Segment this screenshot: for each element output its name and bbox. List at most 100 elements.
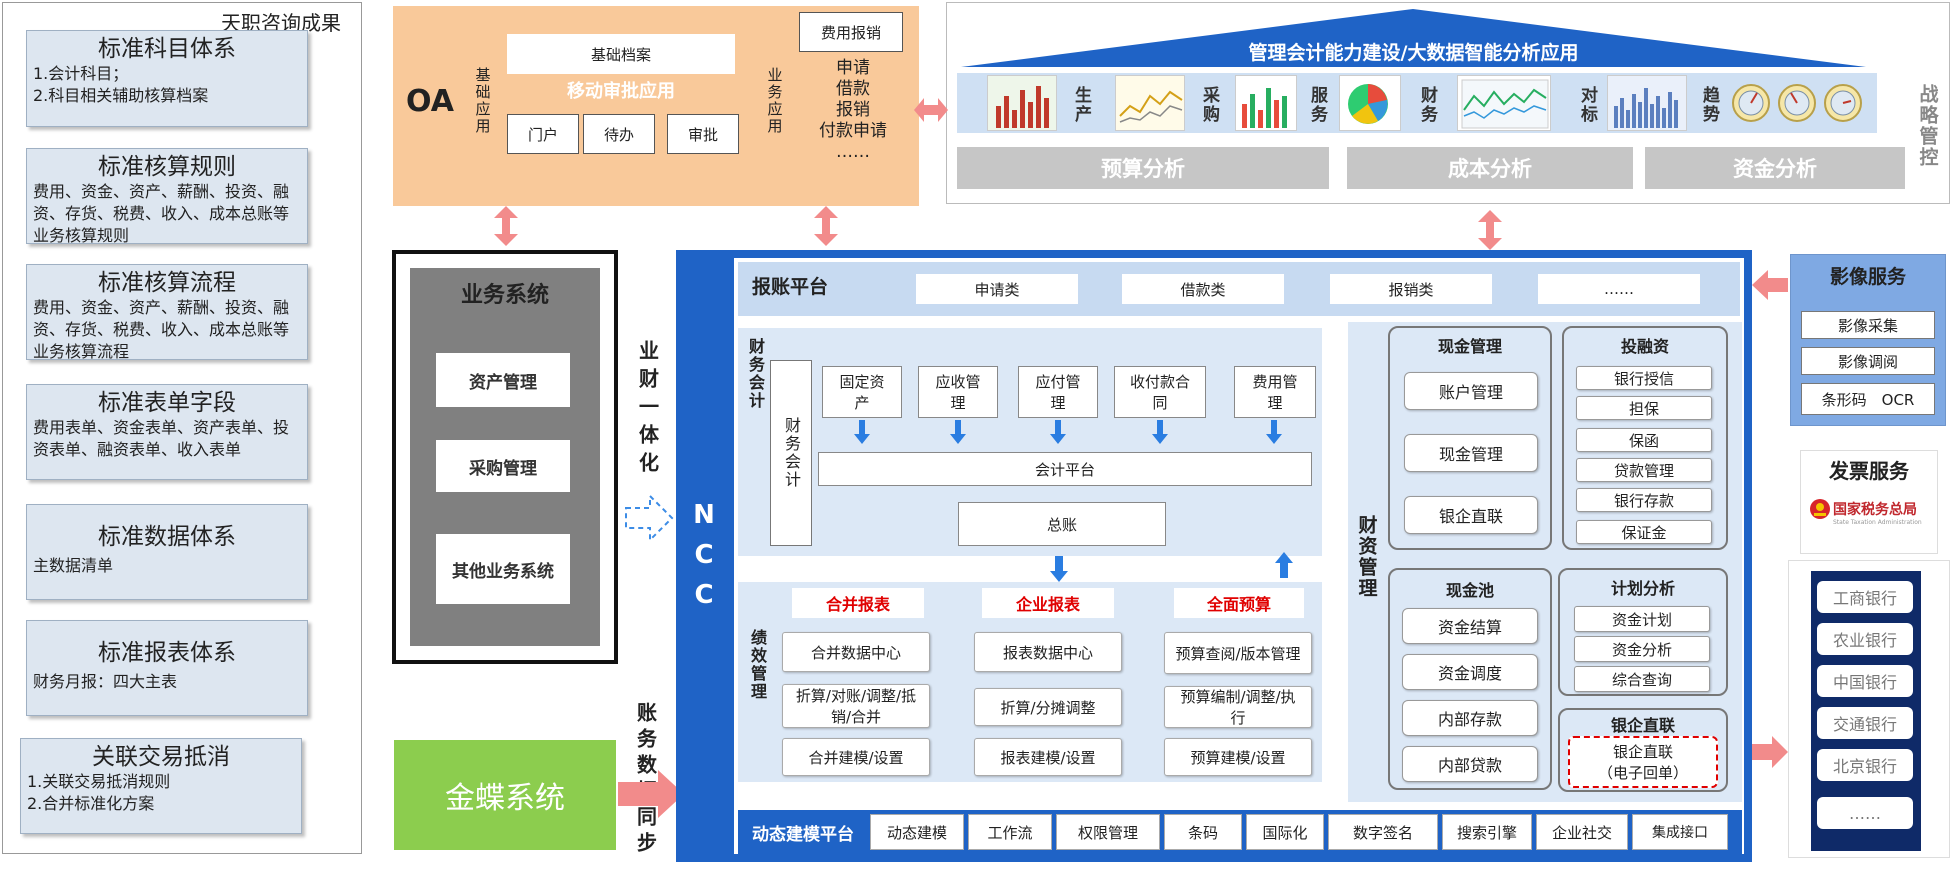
arrow-up-icon — [1275, 552, 1293, 578]
plan-analysis-group: 计划分析 资金计划 资金分析 综合查询 — [1558, 568, 1728, 696]
treasury-item[interactable]: 资金调度 — [1402, 654, 1538, 690]
ncc-label: NCC — [689, 500, 719, 620]
finance-accounting-area: 财务会计 财务会计 固定资产 应收管理 应付管理 收付款合同 费用管理 会计平台… — [738, 328, 1322, 556]
kingdee-system: 金蝶系统 — [394, 740, 616, 850]
dyn-item[interactable]: 企业社交 — [1536, 814, 1628, 850]
std-card-title: 标准科目体系 — [98, 36, 236, 62]
treasury-item[interactable]: 银企直联 — [1404, 496, 1538, 534]
oa-apps: 申请 借款 报销 付款申请 …… — [819, 58, 887, 162]
bank-item[interactable]: …… — [1817, 797, 1913, 829]
std-card-body: 费用表单、资金表单、资产表单、投资表单、融资表单、收入表单 — [33, 418, 290, 459]
dyn-item[interactable]: 国际化 — [1246, 814, 1324, 850]
std-card-4: 标准表单字段 费用表单、资金表单、资产表单、投资表单、融资表单、收入表单 — [26, 384, 308, 480]
biz-system-title: 业务系统 — [460, 283, 549, 308]
strip-label-trend: 趋势 — [1699, 86, 1719, 124]
oa-button-approve[interactable]: 审批 — [667, 114, 739, 154]
perf-item[interactable]: 报表数据中心 — [974, 632, 1122, 672]
perf-item[interactable]: 折算/分摊调整 — [974, 688, 1122, 726]
treasury-item[interactable]: 银行授信 — [1576, 366, 1712, 390]
module-payment-contract[interactable]: 收付款合同 — [1114, 366, 1206, 418]
expense-item-reimburse[interactable]: 报销类 — [1330, 274, 1492, 304]
treasury-item[interactable]: 资金结算 — [1402, 608, 1538, 644]
treasury-item[interactable]: 内部贷款 — [1402, 746, 1538, 782]
treasury-item[interactable]: 保函 — [1576, 428, 1712, 452]
oa-mobile-app: 移动审批应用 — [567, 81, 675, 102]
general-ledger[interactable]: 总账 — [958, 502, 1166, 546]
arrow-down-icon — [854, 420, 870, 444]
bank-item[interactable]: 北京银行 — [1817, 749, 1913, 781]
bank-item[interactable]: 农业银行 — [1817, 623, 1913, 655]
module-fixed-asset[interactable]: 固定资产 — [822, 366, 902, 418]
dyn-item[interactable]: 动态建模 — [870, 814, 964, 850]
bank-item[interactable]: 工商银行 — [1817, 581, 1913, 613]
double-arrow-vertical-icon — [494, 206, 518, 246]
perf-item[interactable]: 报表建模/设置 — [974, 738, 1122, 776]
treasury-item[interactable]: 保证金 — [1576, 520, 1712, 544]
dyn-item[interactable]: 搜索引擎 — [1442, 814, 1532, 850]
performance-side: 绩效管理 — [748, 629, 767, 701]
image-service-item[interactable]: 影像调阅 — [1801, 347, 1935, 375]
dyn-item[interactable]: 条码 — [1164, 814, 1242, 850]
perf-item[interactable]: 预算查阅/版本管理 — [1164, 632, 1312, 674]
bank-item[interactable]: 交通银行 — [1817, 707, 1913, 739]
expense-platform: 报账平台 申请类 借款类 报销类 …… — [738, 262, 1740, 316]
cash-mgmt-group: 现金管理 账户管理 现金管理 银企直联 — [1388, 326, 1552, 550]
treasury-item[interactable]: 综合查询 — [1574, 666, 1710, 692]
expense-platform-title: 报账平台 — [752, 276, 829, 298]
expense-item-apply[interactable]: 申请类 — [916, 274, 1078, 304]
treasury-item[interactable]: 资金计划 — [1574, 606, 1710, 632]
thumb-gauge-1 — [1731, 77, 1771, 129]
std-card-3: 标准核算流程 费用、资金、资产、薪酬、投资、融资、存货、税费、收入、成本总账等业… — [26, 264, 308, 361]
expense-item-loan[interactable]: 借款类 — [1122, 274, 1284, 304]
mgmt-banner-shape — [961, 9, 1866, 67]
bank-item[interactable]: 中国银行 — [1817, 665, 1913, 697]
perf-item[interactable]: 合并数据中心 — [782, 632, 930, 672]
module-expense[interactable]: 费用管理 — [1234, 366, 1316, 418]
invoice-service: 发票服务 国家税务总局 State Taxation Administratio… — [1800, 450, 1938, 554]
image-service: 影像服务 影像采集 影像调阅 条形码 OCR — [1790, 254, 1946, 426]
biz-system-inner: 业务系统 资产管理 采购管理 其他业务系统 — [410, 268, 600, 646]
treasury-item[interactable]: 现金管理 — [1404, 434, 1538, 472]
dyn-item[interactable]: 权限管理 — [1056, 814, 1160, 850]
dashed-arrow-right-icon — [625, 493, 674, 543]
finance-accounting-side: 财务会计 — [746, 338, 765, 410]
accounting-platform[interactable]: 会计平台 — [818, 452, 1312, 486]
perf-title-merge: 合并报表 — [792, 588, 924, 618]
bank-direct-item[interactable]: 银企直联 （电子回单） — [1568, 736, 1718, 788]
expense-item-more[interactable]: …… — [1538, 274, 1700, 304]
sync-arrow-right-icon — [618, 770, 684, 818]
std-card-title: 标准数据体系 — [98, 524, 236, 550]
tax-emblem-icon — [1809, 495, 1831, 523]
image-service-item[interactable]: 影像采集 — [1801, 311, 1935, 339]
oa-label: OA — [406, 83, 454, 119]
oa-button-todo[interactable]: 待办 — [583, 114, 655, 154]
cash-pool-group: 现金池 资金结算 资金调度 内部存款 内部贷款 — [1388, 568, 1552, 790]
treasury-item[interactable]: 担保 — [1576, 396, 1712, 420]
treasury-item[interactable]: 贷款管理 — [1576, 458, 1712, 482]
std-card-2: 标准核算规则 费用、资金、资产、薪酬、投资、融资、存货、税费、收入、成本总账等业… — [26, 148, 308, 245]
module-receivable[interactable]: 应收管理 — [918, 366, 998, 418]
perf-item[interactable]: 合并建模/设置 — [782, 738, 930, 776]
biz-item-other: 其他业务系统 — [436, 534, 570, 604]
treasury-item[interactable]: 内部存款 — [1402, 700, 1538, 736]
thumb-line-chart-1 — [1115, 75, 1185, 131]
treasury-item[interactable]: 账户管理 — [1404, 372, 1538, 410]
oa-button-portal[interactable]: 门户 — [507, 114, 579, 154]
oa-expense[interactable]: 费用报销 — [799, 12, 903, 52]
treasury-item[interactable]: 资金分析 — [1574, 636, 1710, 662]
dyn-item[interactable]: 集成接口 — [1632, 814, 1728, 850]
bank-list: 工商银行 农业银行 中国银行 交通银行 北京银行 …… — [1811, 571, 1921, 851]
bank-direct-title: 银企直联 — [1610, 716, 1675, 735]
perf-item[interactable]: 预算建模/设置 — [1164, 738, 1312, 776]
module-payable[interactable]: 应付管理 — [1018, 366, 1098, 418]
perf-item[interactable]: 折算/对账/调整/抵销/合并 — [782, 684, 930, 728]
perf-title-budget: 全面预算 — [1174, 588, 1304, 618]
treasury-item[interactable]: 银行存款 — [1576, 488, 1712, 512]
dyn-item[interactable]: 数字签名 — [1328, 814, 1438, 850]
dyn-item[interactable]: 工作流 — [968, 814, 1052, 850]
mgmt-panel: 管理会计能力建设/大数据智能分析应用 生产 采购 服务 财务 对标 趋势 预算分… — [946, 2, 1950, 204]
strip-label-service: 服务 — [1307, 86, 1327, 124]
strip-label-production: 生产 — [1071, 86, 1091, 124]
image-service-item[interactable]: 条形码 OCR — [1801, 383, 1935, 415]
perf-item[interactable]: 预算编制/调整/执行 — [1164, 686, 1312, 728]
